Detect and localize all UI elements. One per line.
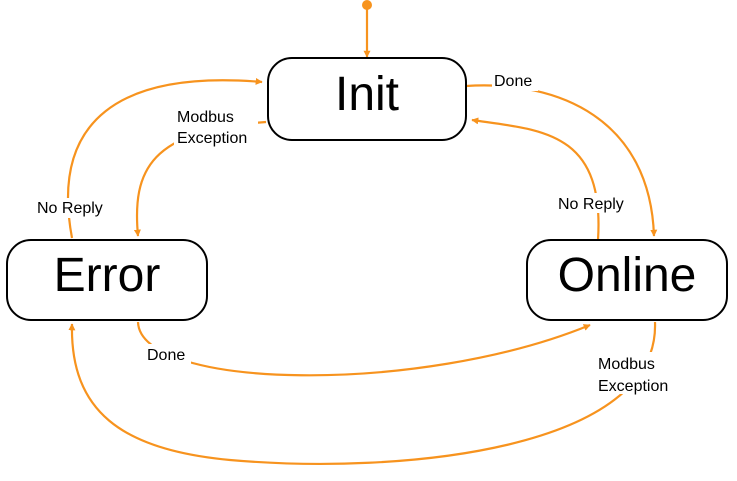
- label-bg-online-error: [596, 352, 680, 394]
- label-bg-online-init: [556, 193, 636, 213]
- edge-init-to-online: [465, 84, 658, 237]
- label-error-to-online: Done: [147, 347, 185, 364]
- label-bg-init-error: [174, 107, 258, 147]
- label-online-to-error-line2: Exception: [598, 378, 668, 395]
- label-online-to-init: No Reply: [558, 196, 624, 213]
- label-online-to-error-line1: Modbus: [598, 356, 655, 373]
- label-init-to-online: Done: [494, 73, 532, 90]
- state-online: Online: [526, 239, 728, 321]
- state-error: Error: [6, 239, 208, 321]
- edge-error-to-init: [66, 77, 263, 239]
- state-init: Init: [267, 57, 467, 141]
- label-bg-error-online: [145, 344, 191, 364]
- edge-online-to-error: [68, 321, 657, 465]
- label-init-to-error-line1: Modbus: [177, 109, 234, 126]
- state-init-label: Init: [335, 68, 399, 121]
- initial-state-dot: [362, 0, 372, 10]
- edge-error-to-online: [136, 321, 591, 377]
- state-error-label: Error: [54, 249, 161, 302]
- label-bg-init-online: [492, 71, 538, 91]
- label-error-to-init: No Reply: [37, 200, 103, 217]
- label-bg-error-init: [35, 198, 113, 218]
- label-init-to-error-line2: Exception: [177, 130, 247, 147]
- edge-online-to-init: [471, 117, 600, 241]
- state-online-label: Online: [558, 249, 697, 302]
